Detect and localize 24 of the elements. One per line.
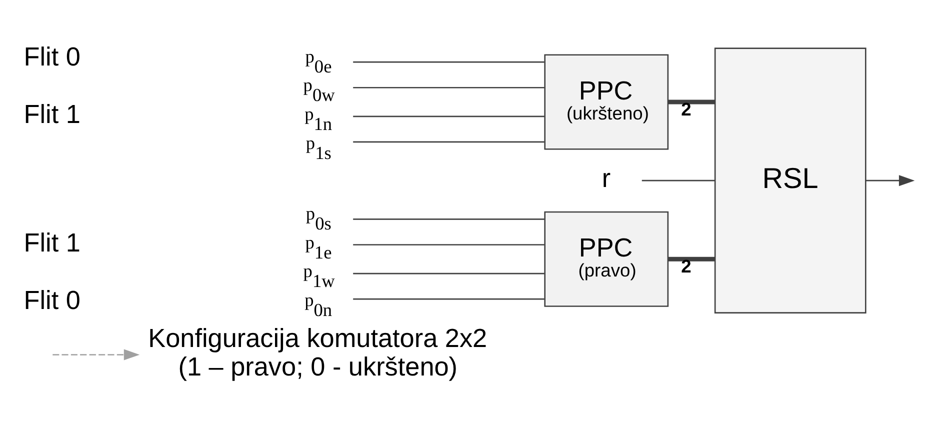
connector (353, 244, 544, 245)
node-text: r (602, 162, 611, 193)
arrow (866, 174, 915, 186)
connector (353, 115, 544, 117)
connector (668, 99, 716, 104)
node-box: PPC (ukršteno) (544, 54, 669, 150)
connector (353, 86, 544, 88)
label: Flit 0 (24, 40, 80, 71)
label: Flit 1 (24, 226, 80, 257)
connector (353, 218, 544, 220)
connector (353, 60, 544, 62)
connector (353, 140, 544, 142)
node-box: RSL (714, 47, 866, 313)
connector (668, 256, 716, 261)
connector (642, 179, 716, 181)
connector (353, 298, 544, 300)
arrow (52, 348, 140, 360)
edge-label: 2 (681, 254, 692, 276)
node-box: PPC (pravo) (544, 210, 669, 306)
node-text: Konfiguracija komutatora 2x2 (1 – pravo; 0 - ukršteno) (148, 322, 488, 382)
label: Flit 0 (24, 284, 80, 314)
edge-label: 2 (681, 98, 692, 119)
connector (353, 272, 544, 274)
label: Flit 1 (24, 98, 80, 128)
